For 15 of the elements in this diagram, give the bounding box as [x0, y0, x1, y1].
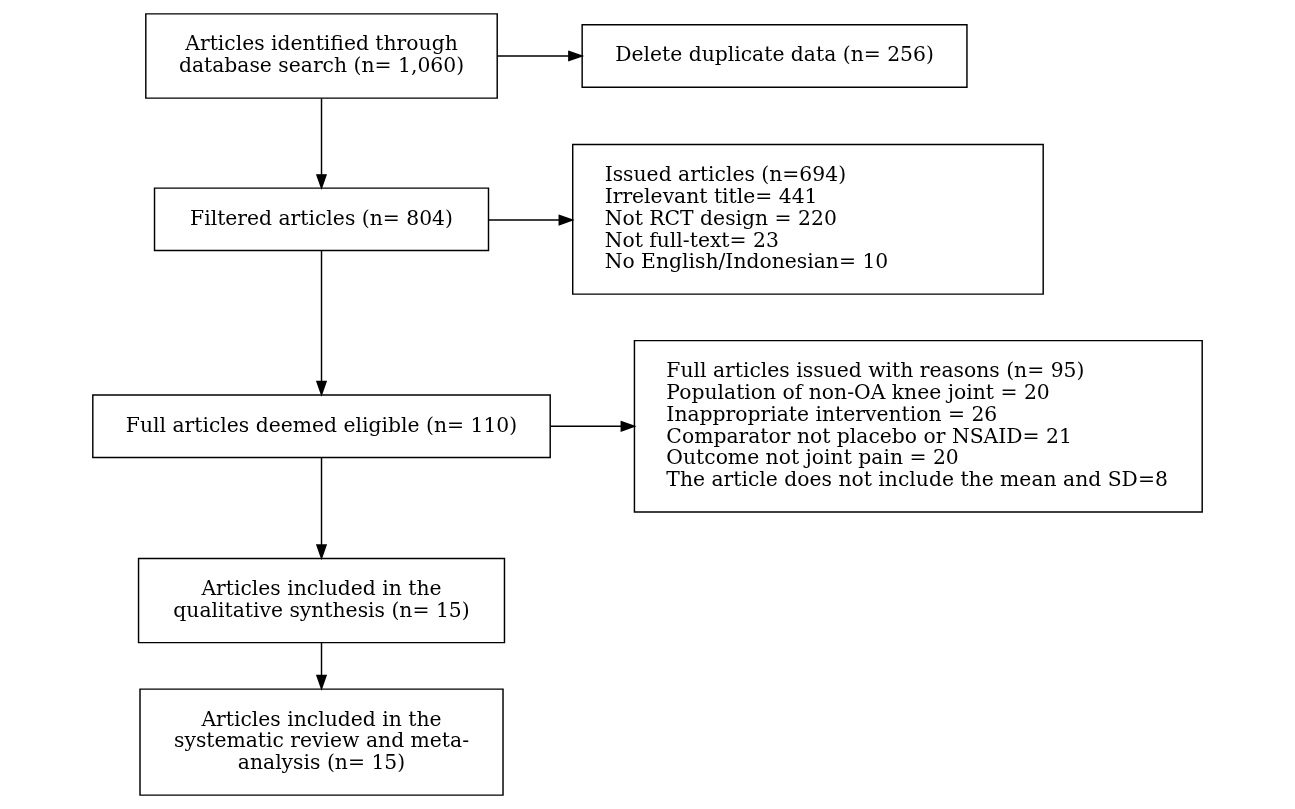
arrow	[488, 214, 575, 226]
node-box: Full articles issued with reasons (n= 95) Population of non-OA knee joint = 20 Inappropriate intervention = 26 Comparator not placebo or NSAID= 21 Outcome not joint pain = 20 The article does not include the mean and SD=8	[633, 339, 1203, 513]
node-box: Delete duplicate data (n= 256)	[581, 24, 968, 88]
node-box: Full articles deemed eligible (n= 110)	[92, 394, 551, 459]
arrow	[549, 420, 637, 432]
arrow	[315, 642, 328, 691]
node-box: Filtered articles (n= 804)	[153, 187, 490, 252]
arrow	[315, 457, 328, 561]
node-box: Articles included in the systematic review and meta-analysis (n= 15)	[139, 688, 504, 796]
arrow	[315, 97, 328, 191]
arrow	[496, 50, 585, 62]
node-box: Issued articles (n=694) Irrelevant title= 441 Not RCT design = 220 Not full-text= 23 No English/Indonesian= 10	[572, 143, 1044, 295]
node-box: Articles included in the qualitative synthesis (n= 15)	[137, 557, 506, 644]
node-box: Articles identified through database search (n= 1,060)	[145, 13, 498, 99]
arrow	[315, 250, 328, 397]
